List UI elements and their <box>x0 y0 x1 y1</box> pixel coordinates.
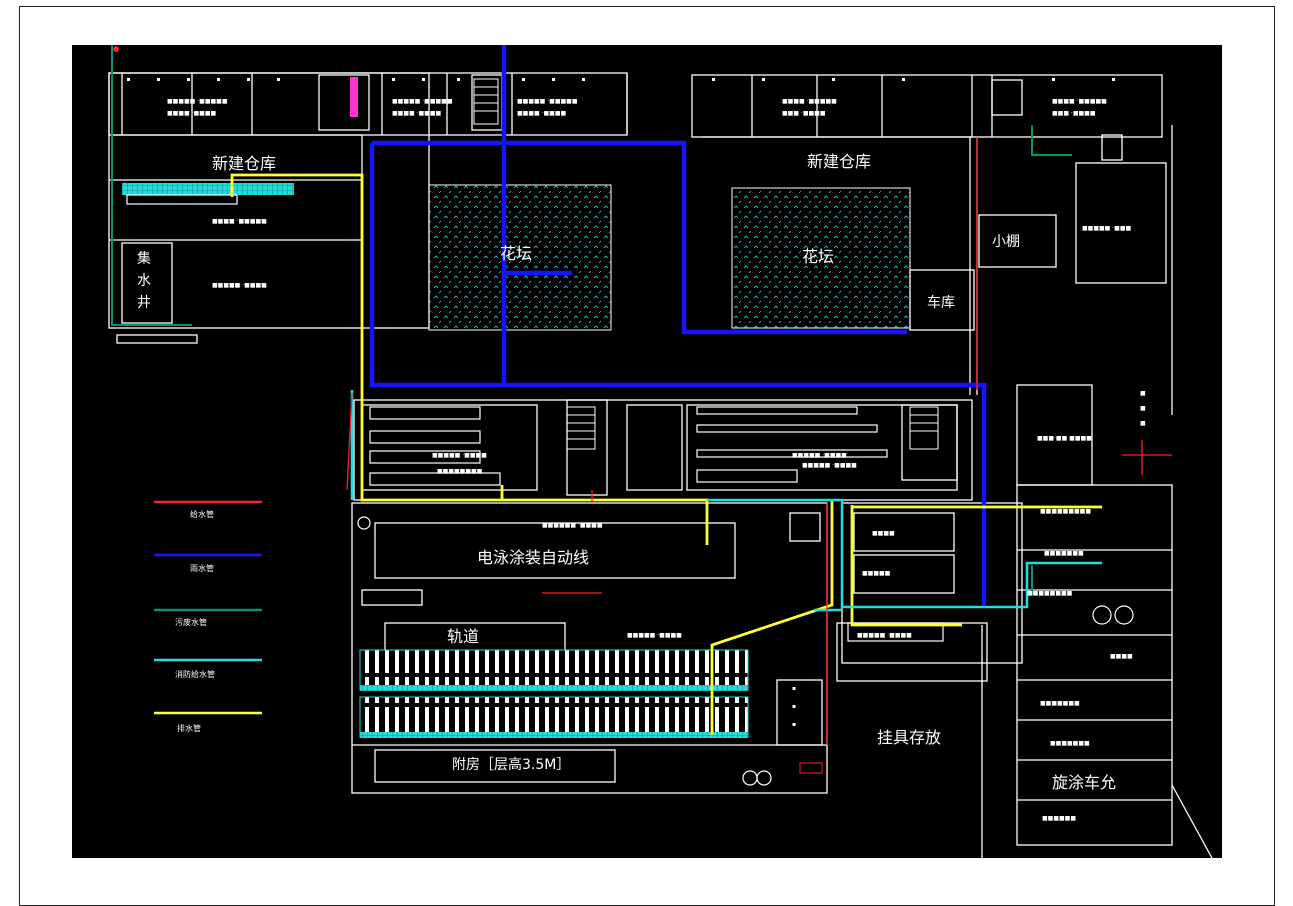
svg-text:■■■■■ ·■■■■: ■■■■■ ·■■■■ <box>792 452 847 459</box>
svg-text:井: 井 <box>137 295 151 311</box>
svg-text:■■■■■ ·■■■■: ■■■■■ ·■■■■ <box>802 462 857 469</box>
svg-text:■■■■ ·■■■■: ■■■■ ·■■■■ <box>392 110 441 117</box>
building-walls <box>108 72 1213 858</box>
svg-text:■■■■■■: ■■■■■■ <box>1042 815 1076 822</box>
svg-text:■■■■ ·■■■■■: ■■■■ ·■■■■■ <box>782 98 837 105</box>
svg-text:■■■■ ·■■■■: ■■■■ ·■■■■ <box>517 110 566 117</box>
window-marks <box>127 78 1115 81</box>
coating-line-label: 电泳涂装自动线 <box>477 548 589 567</box>
bottom-right-label: 旋涂车允 <box>1052 773 1116 792</box>
process-line-upper <box>359 649 749 691</box>
svg-text:▪: ▪ <box>792 703 796 710</box>
svg-text:■: ■ <box>1140 390 1146 397</box>
svg-text:■■■■■: ■■■■■ <box>862 570 891 577</box>
svg-text:▪: ▪ <box>792 685 796 692</box>
legend-label-drain: 排水管 <box>177 723 201 733</box>
svg-text:■■■■ ·■■■■■: ■■■■ ·■■■■■ <box>1052 98 1107 105</box>
garden-left-label: 花坛 <box>500 244 532 263</box>
pipe-legend: 给水管 雨水管 污废水管 消防给水管 排水管 <box>154 500 262 733</box>
svg-text:■■■■■■■■: ■■■■■■■■ <box>437 468 483 475</box>
sump-label: 集 <box>137 250 151 267</box>
supply-pipe-red <box>346 137 1172 745</box>
svg-text:■■■■■ ·■■■■: ■■■■■ ·■■■■ <box>212 282 267 289</box>
svg-text:■■■■■■■■■: ■■■■■■■■■ <box>1040 508 1091 515</box>
warehouse-right-label: 新建仓库 <box>807 152 871 171</box>
legend-label-supply: 给水管 <box>190 509 214 519</box>
stairs <box>473 78 939 450</box>
magenta-stair <box>350 77 358 117</box>
svg-text:■■■·■■ ■■■■: ■■■·■■ ■■■■ <box>1037 435 1092 442</box>
svg-text:■■■■■ ·■■■■■: ■■■■■ ·■■■■■ <box>517 98 578 105</box>
svg-text:▪: ▪ <box>792 721 796 728</box>
warehouse-left-label: 新建仓库 <box>212 154 276 173</box>
svg-text:■■■■■■ ·■■■■: ■■■■■■ ·■■■■ <box>542 522 603 529</box>
svg-text:■■■■: ■■■■ <box>872 530 895 537</box>
legend-label-fire: 消防给水管 <box>175 669 215 679</box>
rain-pipe-blue <box>369 45 987 605</box>
legend-label-waste: 污废水管 <box>175 617 207 627</box>
legend-label-rain: 雨水管 <box>190 563 214 573</box>
rail-label: 轨道 <box>447 627 479 646</box>
shed-label: 小棚 <box>992 234 1020 250</box>
waste-pipe-green <box>111 45 1072 595</box>
svg-text:■: ■ <box>1140 420 1146 427</box>
svg-text:■■■■■ ·■■■■: ■■■■■ ·■■■■ <box>432 452 487 459</box>
svg-text:■■■■■■■: ■■■■■■■ <box>1040 700 1080 707</box>
cyan-grid-strip <box>122 183 294 195</box>
fire-pipe-cyan <box>350 390 1102 612</box>
fixture-storage-label: 挂具存放 <box>877 728 941 747</box>
annex-label: 附房［层高3.5M］ <box>452 756 570 773</box>
svg-text:■■■■■ ·■■■■: ■■■■■ ·■■■■ <box>857 632 912 639</box>
garage-label: 车库 <box>927 294 955 311</box>
svg-text:■■■■■■■: ■■■■■■■ <box>1050 740 1090 747</box>
garden-right-label: 花坛 <box>802 247 834 266</box>
cad-floor-plan: 新建仓库 新建仓库 花坛 花坛 小棚 车库 集 水 井 电泳涂装自动线 轨道 挂… <box>72 45 1222 858</box>
svg-text:■■■■■■■■: ■■■■■■■■ <box>1027 590 1073 597</box>
svg-text:■■■■ ·■■■■: ■■■■ ·■■■■ <box>167 110 216 117</box>
garden-right-hatch <box>731 187 911 329</box>
room-annotations: ■■■■■ ·■■■■■■■■■ ·■■■■ ■■■■■ ·■■■■■■■■■ … <box>167 98 1146 822</box>
garden-left-hatch <box>428 184 612 331</box>
svg-text:水: 水 <box>137 273 151 289</box>
svg-text:■■■ ·■■■■: ■■■ ·■■■■ <box>1052 110 1096 117</box>
drain-pipe-yellow <box>230 173 1102 735</box>
fixtures <box>357 516 1134 786</box>
svg-text:■■■■: ■■■■ <box>1110 653 1133 660</box>
svg-text:■■■■■ ·■■■■■: ■■■■■ ·■■■■■ <box>392 98 453 105</box>
svg-text:■■■■■ ·■■■■: ■■■■■ ·■■■■ <box>627 632 682 639</box>
svg-text:■■■ ·■■■■: ■■■ ·■■■■ <box>782 110 826 117</box>
svg-text:■■■■■ ·■■■■■: ■■■■■ ·■■■■■ <box>167 98 228 105</box>
svg-text:■: ■ <box>1140 405 1146 412</box>
process-line-lower <box>359 696 749 738</box>
svg-text:■■■■■■■: ■■■■■■■ <box>1044 550 1084 557</box>
svg-text:■■■■ ·■■■■■: ■■■■ ·■■■■■ <box>212 218 267 225</box>
svg-text:■■■■■ ·■■■: ■■■■■ ·■■■ <box>1082 225 1131 232</box>
rack-blocks <box>126 194 944 642</box>
